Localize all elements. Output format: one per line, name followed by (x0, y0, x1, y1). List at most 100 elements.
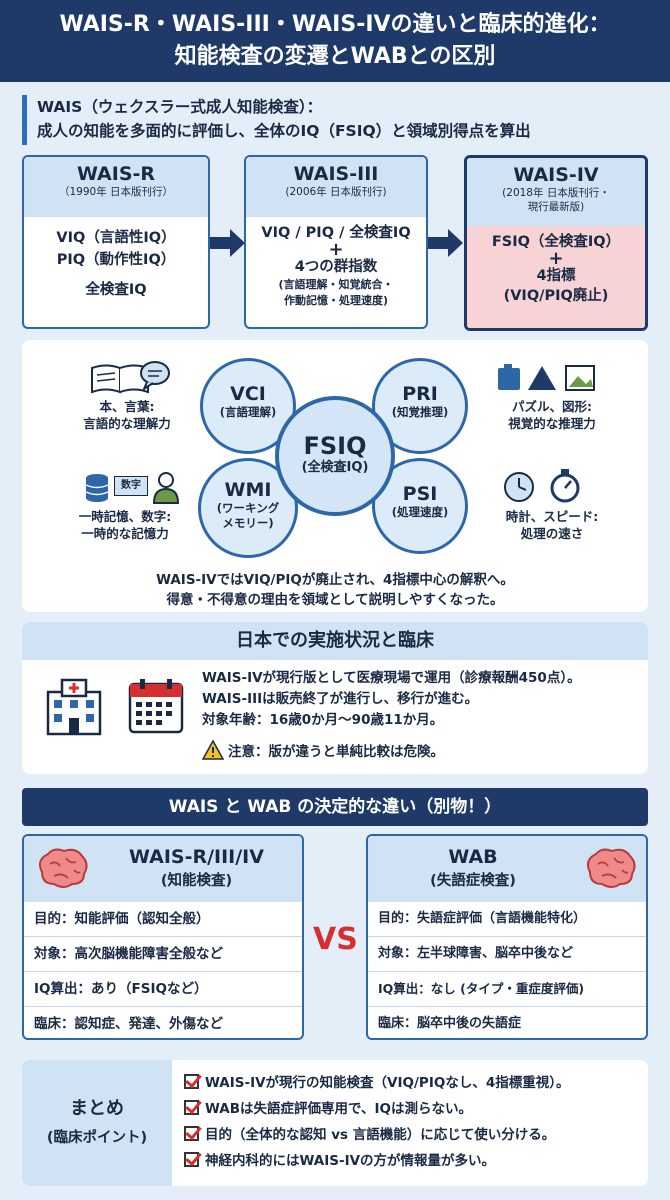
version-line: PIQ（動作性IQ） (56, 252, 176, 268)
plus-sign: + (548, 248, 564, 269)
speech-bubble-icon (140, 361, 170, 390)
japan-line: 対象年齢：16歳0か月〜90歳11か月。 (202, 712, 444, 728)
index-name: (処理速度) (391, 505, 449, 519)
pri-circle: PRI (知覚推理) (372, 358, 468, 454)
summary-section: まとめ (臨床ポイント) WAIS-IVが現行の知能検査（VIQ/PIQなし、4… (22, 1060, 648, 1186)
summary-item: WAIS-IVが現行の知能検査（VIQ/PIQなし、4指標重視）。 (184, 1070, 569, 1096)
version-line: (VIQ/PIQ廃止) (503, 288, 609, 304)
checkbox-checked-icon (184, 1100, 199, 1115)
summary-item-text: WABは失語症評価専用で、IQは測らない。 (205, 1101, 472, 1117)
intro-line1: WAIS（ウェクスラー式成人知能検査）： (37, 98, 323, 116)
vs-mark: VS (313, 922, 358, 957)
summary-item: WABは失語症評価専用で、IQは測らない。 (184, 1096, 569, 1122)
version-card-body: VIQ / PIQ / 全検査IQ + 4つの群指数 (言語理解・知覚統合・ 作… (246, 217, 426, 309)
arrow-right-icon (428, 229, 463, 257)
intro-section: WAIS（ウェクスラー式成人知能検査）： 成人の知能を多面的に評価し、全体のIQ… (22, 95, 648, 145)
hospital-icon (46, 678, 102, 736)
warning-text: 注意：版が違うと単純比較は危険。 (228, 744, 444, 760)
compare-row: 目的：知能評価（認知全般） (24, 902, 302, 937)
person-icon (152, 472, 180, 504)
description-line: 言語的な理解力 (83, 416, 171, 431)
index-panel: VCI (言語理解) PRI (知覚推理) WMI (ワーキング メモリー) P… (22, 340, 648, 612)
vs-section-title: WAIS と WAB の決定的な違い（別物！） (22, 788, 648, 826)
index-abbr: PRI (402, 383, 438, 405)
arrow-right-icon (210, 229, 245, 257)
version-card-wais-r: WAIS-R （1990年 日本版刊行） VIQ（言語性IQ） PIQ（動作性I… (22, 155, 210, 329)
intro-line2: 成人の知能を多面的に評価し、全体のIQ（FSIQ）と領域別得点を算出 (37, 122, 531, 140)
compare-card-header: WAIS-R/III/IV (知能検査) (24, 836, 302, 902)
note-line: WAIS-IVではVIQ/PIQが廃止され、4指標中心の解釈へ。 (156, 572, 514, 588)
description-line: 一時的な記憶力 (81, 526, 169, 541)
index-name: (ワーキング (216, 501, 280, 515)
summary-item: 神経内科的にはWAIS-IVの方が情報量が多い。 (184, 1148, 569, 1174)
japan-line: WAIS-IVが現行版として医療現場で運用（診療報酬450点）。 (202, 670, 581, 686)
version-line: 4つの群指数 (294, 259, 378, 275)
wais-compare-card: WAIS-R/III/IV (知能検査) 目的：知能評価（認知全般） 対象：高次… (22, 834, 304, 1040)
index-abbr: FSIQ (303, 432, 367, 460)
version-subtitle: (2006年 日本版刊行) (285, 186, 387, 198)
version-card-header: WAIS-III (2006年 日本版刊行) (246, 157, 426, 217)
brain-icon (587, 848, 636, 888)
index-name: (知覚推理) (391, 405, 449, 419)
pri-description: パズル、図形: 視覚的な推理力 (477, 398, 627, 432)
version-line: 全検査IQ (85, 282, 147, 298)
description-line: 処理の速さ (520, 526, 584, 541)
version-line: FSIQ（全検査IQ） (491, 234, 621, 250)
summary-label-main: まとめ (70, 1098, 124, 1119)
compare-title-text: WAB (448, 846, 498, 868)
description-line: 時計、スピード: (505, 509, 599, 524)
version-card-header: WAIS-R （1990年 日本版刊行） (24, 157, 208, 217)
index-name: (全検査IQ) (301, 460, 369, 475)
plus-sign: + (328, 239, 344, 260)
page-title-line1: WAIS-R・WAIS-III・WAIS-IVの違いと臨床的進化： (59, 12, 611, 37)
summary-item-text: WAIS-IVが現行の知能検査（VIQ/PIQなし、4指標重視）。 (205, 1075, 570, 1091)
summary-label-sub: (臨床ポイント) (46, 1130, 148, 1146)
version-line: VIQ（言語性IQ） (56, 230, 176, 246)
description-line: パズル、図形: (512, 399, 592, 414)
compare-card-title: WAB (失語症検査) (368, 845, 578, 893)
summary-item: 目的（全体的な認知 vs 言語機能）に応じて使い分ける。 (184, 1122, 569, 1148)
index-abbr: PSI (402, 483, 438, 505)
warning-icon (201, 739, 225, 760)
index-abbr: WMI (224, 479, 272, 501)
version-card-body: FSIQ（全検査IQ） + 4指標 (VIQ/PIQ廃止) (467, 226, 645, 328)
clock-icon (504, 472, 534, 502)
compare-card-title: WAIS-R/III/IV (知能検査) (94, 845, 299, 893)
checkbox-checked-icon (184, 1126, 199, 1141)
vci-description: 本、言葉: 言語的な理解力 (52, 398, 202, 432)
version-card-body: VIQ（言語性IQ） PIQ（動作性IQ） 全検査IQ (24, 217, 208, 301)
checkbox-checked-icon (184, 1074, 199, 1089)
version-title: WAIS-IV (513, 164, 599, 186)
summary-label: まとめ (臨床ポイント) (22, 1060, 172, 1186)
compare-row: IQ算出：なし (タイプ・重症度評価) (368, 972, 646, 1007)
fsiq-circle: FSIQ (全検査IQ) (275, 396, 395, 516)
puzzle-shapes-icon (498, 364, 595, 391)
compare-subtitle-text: (失語症検査) (430, 873, 516, 889)
summary-item-text: 目的（全体的な認知 vs 言語機能）に応じて使い分ける。 (205, 1127, 556, 1143)
japan-lines: WAIS-IVが現行版として医療現場で運用（診療報酬450点）。 WAIS-II… (202, 668, 581, 731)
summary-list: WAIS-IVが現行の知能検査（VIQ/PIQなし、4指標重視）。 WABは失語… (184, 1070, 569, 1174)
compare-row: 対象：高次脳機能障害全般など (24, 937, 302, 972)
version-subtitle: 現行最新版) (527, 201, 585, 213)
description-line: 一時記憶、数字: (78, 509, 172, 524)
version-title: WAIS-III (293, 163, 379, 185)
psi-description: 時計、スピード: 処理の速さ (477, 508, 627, 542)
version-subtitle: （1990年 日本版刊行） (58, 186, 174, 198)
compare-row: 対象：左半球障害、脳卒中後など (368, 937, 646, 972)
japan-warning: 注意：版が違うと単純比較は危険。 (201, 739, 444, 760)
checkbox-checked-icon (184, 1152, 199, 1167)
version-card-wais-iii: WAIS-III (2006年 日本版刊行) VIQ / PIQ / 全検査IQ… (244, 155, 428, 329)
index-name: メモリー) (222, 516, 274, 530)
description-line: 本、言葉: (99, 399, 155, 414)
index-panel-note: WAIS-IVではVIQ/PIQが廃止され、4指標中心の解釈へ。 得意・不得意の… (22, 570, 648, 610)
calendar-icon (128, 679, 184, 734)
version-line: 作動記憶・処理速度) (283, 294, 389, 307)
compare-row: 臨床：認知症、発達、外傷など (34, 1016, 223, 1032)
compare-row: IQ算出：あり（FSIQなど） (24, 972, 302, 1007)
index-abbr: VCI (230, 383, 266, 405)
japan-line: WAIS-IIIは販売終了が進行し、移行が進む。 (202, 691, 479, 707)
japan-section-title: 日本での実施状況と臨床 (22, 622, 648, 660)
version-card-wais-iv: WAIS-IV (2018年 日本版刊行・ 現行最新版) FSIQ（全検査IQ）… (464, 155, 648, 331)
version-card-header: WAIS-IV (2018年 日本版刊行・ 現行最新版) (467, 158, 645, 226)
wmi-description: 一時記憶、数字: 一時的な記憶力 (50, 508, 200, 542)
